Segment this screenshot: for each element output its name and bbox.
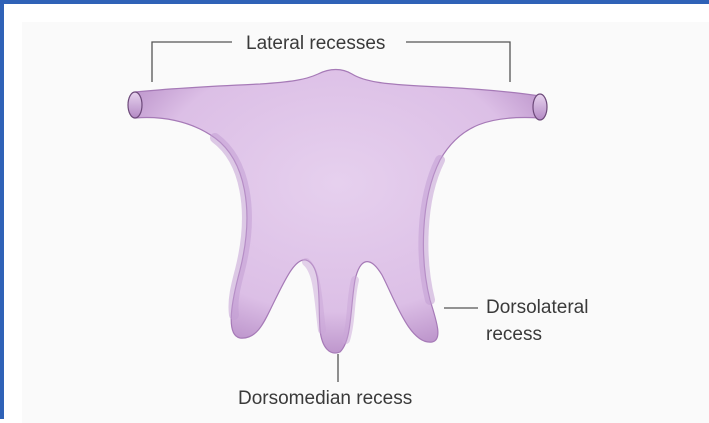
ventricle-body <box>135 70 540 354</box>
dorsolateral-recess-label-line1: Dorsolateral <box>486 297 588 318</box>
lateral-recesses-label: Lateral recesses <box>246 33 385 54</box>
right-lateral-recess-opening <box>533 94 547 120</box>
dorsolateral-recess-label-line2: recess <box>486 324 542 345</box>
left-lateral-recess-opening <box>128 92 142 118</box>
dorsomedian-recess-label: Dorsomedian recess <box>238 388 412 409</box>
